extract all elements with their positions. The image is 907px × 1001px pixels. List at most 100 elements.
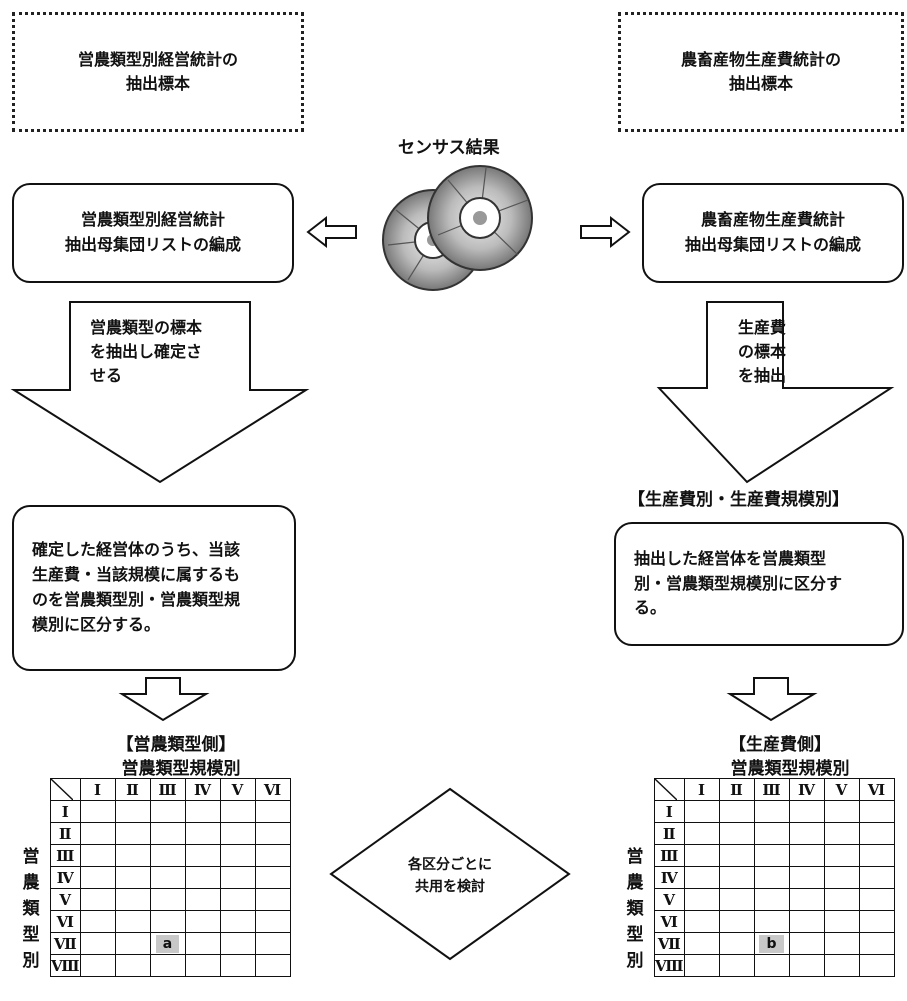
grid-col-header: Ⅴ [823,778,860,801]
grid-cell [858,910,895,933]
grid-col-header: Ⅳ [788,778,825,801]
grid-cell [788,910,825,933]
grid-cell [79,866,116,889]
grid-cell [219,866,256,889]
grid-row-header: Ⅷ [50,954,81,977]
right-vertical-label: 営 農 類 型 別 [624,844,646,974]
grid-cell [788,888,825,911]
grid-corner-cell [50,778,81,801]
grid-cell [718,910,755,933]
grid-cell [254,866,291,889]
grid-cell [718,888,755,911]
left-arrow-text: 営農類型の標本 を抽出し確定さ せる [90,318,203,385]
grid-cell [184,800,221,823]
grid-row: Ⅱ [50,822,291,845]
grid-cell [149,866,186,889]
grid-cell [114,822,151,845]
grid-row-header: Ⅲ [50,844,81,867]
grid-cell [79,910,116,933]
grid-col-header: Ⅰ [683,778,720,801]
grid-cell [823,866,860,889]
grid-cell [79,954,116,977]
grid-cell [718,800,755,823]
left-list-text: 営農類型別経営統計 抽出母集団リストの編成 [64,210,241,254]
grid-cell [718,822,755,845]
grid-row: Ⅵ [654,910,895,933]
grid-cell [823,822,860,845]
right-big-down-arrow-icon [656,301,895,484]
grid-col-header: Ⅴ [219,778,256,801]
grid-cell [823,888,860,911]
grid-cell [254,822,291,845]
right-vlabel-char: 農 [626,873,644,893]
grid-row: Ⅲ [50,844,291,867]
grid-row: Ⅰ [50,800,291,823]
grid-cell [718,932,755,955]
grid-row: Ⅲ [654,844,895,867]
grid-cell [79,844,116,867]
grid-cell [184,822,221,845]
grid-cell [184,910,221,933]
right-vlabel-char: 営 [626,847,644,867]
grid-cell [858,888,895,911]
grid-row-header: Ⅵ [654,910,685,933]
grid-cell [753,866,790,889]
left-big-down-arrow-icon [10,301,310,484]
grid-row: Ⅴ [654,888,895,911]
grid-cell [254,954,291,977]
grid-cell [753,822,790,845]
grid-col-header: Ⅲ [753,778,790,801]
grid-col-header: Ⅱ [718,778,755,801]
diamond-text: 各区分ごとに 共用を検討 [408,857,492,896]
grid-cell [858,822,895,845]
decision-diamond [329,787,571,961]
grid-cell [219,822,256,845]
grid-cell [788,844,825,867]
right-list-box: 農畜産物生産費統計 抽出母集団リストの編成 [642,183,904,283]
grid-cell [683,932,720,955]
grid-cell [858,844,895,867]
left-vlabel-char: 類 [22,899,40,919]
grid-cell [753,888,790,911]
grid-cell [254,888,291,911]
right-small-down-arrow-icon [726,677,818,722]
left-vertical-label: 営 農 類 型 別 [20,844,42,974]
grid-cell [788,866,825,889]
left-vlabel-char: 営 [22,847,40,867]
grid-cell [79,932,116,955]
grid-cell [254,844,291,867]
grid-cell [683,954,720,977]
right-vlabel-char: 型 [626,925,644,945]
right-process-box: 抽出した経営体を営農類型 別・営農類型規模別に区分す る。 [614,522,904,646]
census-label: センサス結果 [398,138,500,158]
grid-row: Ⅷ [654,954,895,977]
grid-row-header: Ⅴ [654,888,685,911]
grid-cell [718,866,755,889]
right-vlabel-char: 類 [626,899,644,919]
grid-cell [219,800,256,823]
grid-cell [114,910,151,933]
grid-cell [788,954,825,977]
grid-cell [858,954,895,977]
left-arrow-icon [306,215,357,249]
grid-cell [184,954,221,977]
grid-cell [219,888,256,911]
grid-cell [788,800,825,823]
grid-row-header: Ⅶ [654,932,685,955]
grid-cell [219,844,256,867]
grid-cell [823,932,860,955]
right-vlabel-char: 別 [626,951,644,971]
grid-row: Ⅰ [654,800,895,823]
grid-cell [149,822,186,845]
grid-cell [254,800,291,823]
grid-cell [683,800,720,823]
top-left-sample-text: 営農類型別経営統計の 抽出標本 [77,50,238,93]
grid-marker: b [759,935,784,953]
grid-cell [254,932,291,955]
left-small-down-arrow-icon [118,677,210,722]
grid-col-header: Ⅳ [184,778,221,801]
grid-cell: a [149,932,186,955]
right-arrow-icon [580,215,631,249]
